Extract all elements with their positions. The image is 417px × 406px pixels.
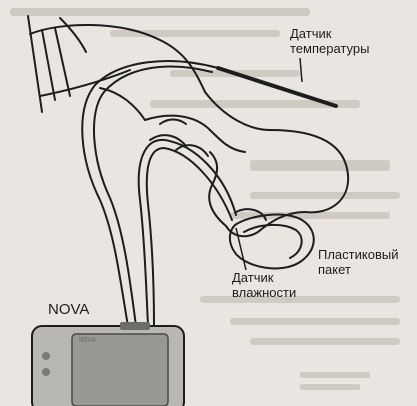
plastic-bag-label: Пластиковый пакет (318, 247, 398, 277)
sleeve-drawing (28, 16, 86, 112)
hand-drawing (30, 25, 348, 236)
humidity-sensor-label: Датчик влажности (232, 270, 296, 300)
nova-data-logger (32, 322, 184, 406)
temperature-probe (218, 58, 336, 106)
temperature-sensor-label: Датчик температуры (290, 26, 369, 56)
device-label: NOVA (48, 302, 89, 317)
humidity-sensor-leader (236, 228, 246, 270)
device-screen-text: NOVA (79, 337, 96, 345)
